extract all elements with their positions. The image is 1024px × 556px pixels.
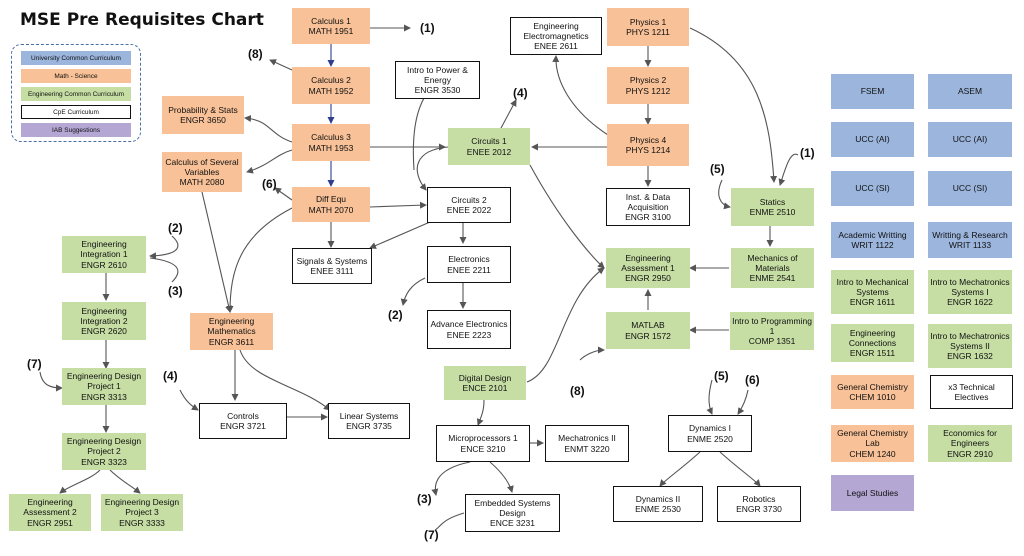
legend-engineering-common: Engineering Common Curriculum <box>21 87 131 101</box>
ref-label: (3) <box>417 492 432 506</box>
ref-label: (8) <box>248 47 263 61</box>
ref-label: (8) <box>570 384 585 398</box>
ref-label: (1) <box>420 21 435 35</box>
course-technical-electives[interactable]: x3 Technical Electives <box>930 375 1013 409</box>
ref-label: (5) <box>714 369 729 383</box>
ref-label: (2) <box>168 221 183 235</box>
ref-label: (1) <box>800 146 815 160</box>
course-ucc-si-2[interactable]: UCC (SI) <box>928 171 1012 206</box>
ref-label: (4) <box>513 86 528 100</box>
ref-label: (4) <box>163 369 178 383</box>
course-fsem[interactable]: FSEM <box>831 74 914 109</box>
course-ucc-ai-1[interactable]: UCC (AI) <box>831 122 914 157</box>
chart-title: MSE Pre Requisites Chart <box>20 10 264 30</box>
ref-label: (5) <box>710 162 725 176</box>
legend-iab: IAB Suggestions <box>21 123 131 137</box>
course-ucc-si-1[interactable]: UCC (SI) <box>831 171 914 206</box>
legend: University Common Curriculum Math - Scie… <box>11 44 141 142</box>
ref-label: (3) <box>168 284 183 298</box>
ref-label: (2) <box>388 308 403 322</box>
course-ucc-ai-2[interactable]: UCC (AI) <box>928 122 1012 157</box>
ref-label: (6) <box>262 177 277 191</box>
legend-math-science: Math - Science <box>21 69 131 83</box>
ref-label: (7) <box>27 357 42 371</box>
course-asem[interactable]: ASEM <box>928 74 1012 109</box>
course-legal-studies[interactable]: Legal Studies <box>831 475 914 511</box>
legend-cpe: CpE Curriculum <box>21 105 131 119</box>
ref-label: (6) <box>745 373 760 387</box>
ref-label: (7) <box>424 528 439 542</box>
legend-university-common: University Common Curriculum <box>21 51 131 65</box>
